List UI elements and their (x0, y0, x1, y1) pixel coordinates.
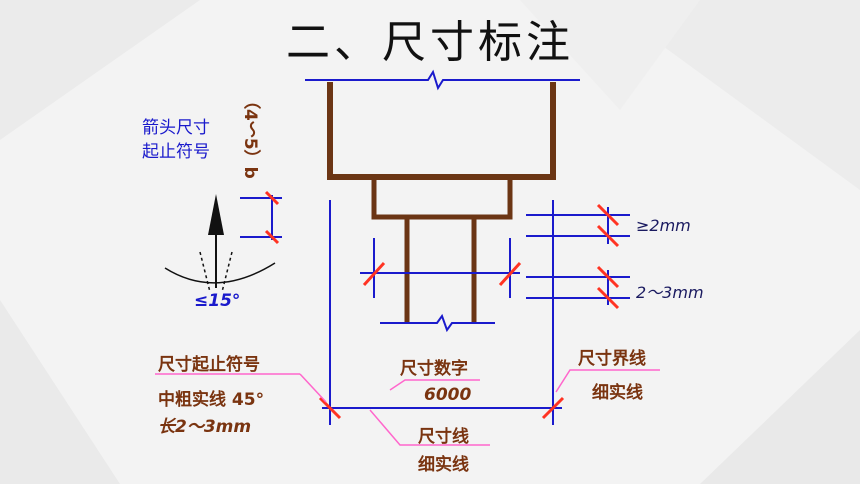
dim-line-thin-label: 细实线 (418, 455, 469, 475)
medium-line-45-label: 中粗实线 45° (158, 390, 265, 410)
gap-2-3mm-label: 2～3mm (636, 283, 704, 302)
inner-dimension (360, 238, 520, 298)
arrow-symbol-label-line1: 箭头尺寸 (142, 118, 210, 138)
structure-outline (327, 82, 556, 322)
angle-arc (164, 251, 276, 293)
ext-line-thin-label: 细实线 (592, 383, 643, 403)
bottom-break-line (380, 313, 495, 333)
dim-number-label: 尺寸数字 (400, 359, 468, 379)
ext-line-label: 尺寸界线 (578, 349, 646, 369)
arrow-size-ticks (264, 190, 280, 245)
gap-2mm-label: ≥2mm (636, 216, 691, 235)
spacing-ticks (596, 203, 620, 310)
top-break-line (305, 69, 580, 91)
leader-lines (155, 369, 660, 446)
inner-dimension-ticks (362, 261, 522, 287)
overall-dimension-ticks (318, 396, 565, 420)
length-2-3mm-label: 长2～3mm (158, 417, 252, 437)
angle-label: ≤15° (194, 291, 241, 311)
arrow-size-label: （4～5）b (240, 92, 260, 179)
arrow-size-bracket (240, 195, 282, 240)
dim-value: 6000 (424, 385, 472, 405)
arrow-symbol-label-line2: 起止符号 (142, 142, 210, 162)
slide-title: 二、尺寸标注 (286, 17, 574, 68)
overall-dimension (322, 200, 562, 425)
start-stop-symbol-label: 尺寸起止符号 (158, 355, 260, 375)
dim-line-label: 尺寸线 (418, 427, 469, 447)
arrow-icon (208, 194, 224, 288)
